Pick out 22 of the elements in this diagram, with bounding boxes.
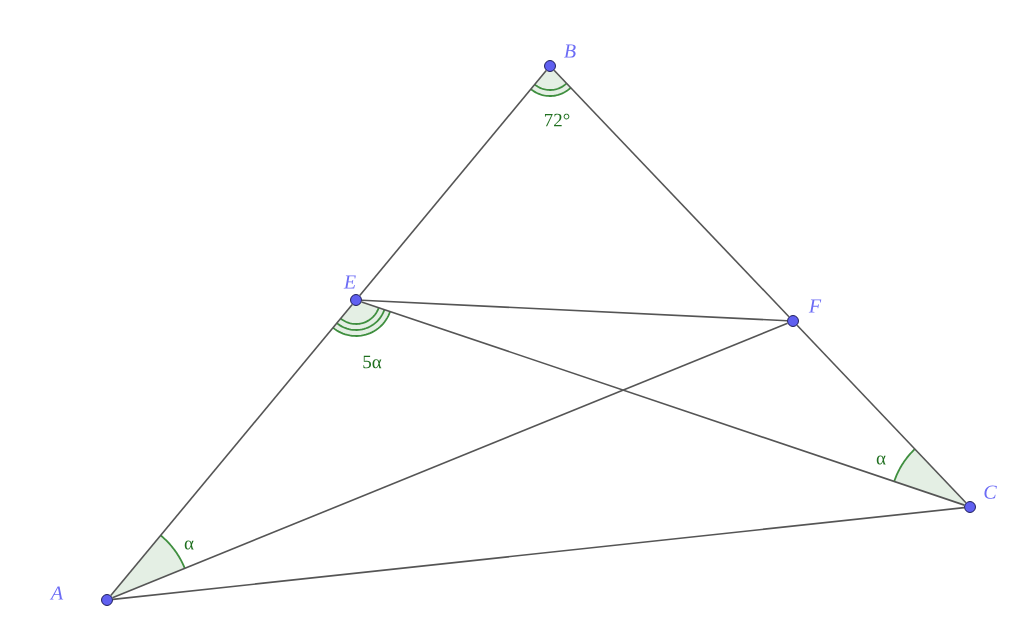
point: B [544, 44, 576, 72]
point: F [787, 299, 822, 327]
point: A [49, 586, 113, 606]
line-segment [358, 69, 548, 297]
node-label: C [984, 485, 997, 499]
line-segment [361, 299, 788, 322]
angle-label: α [184, 540, 194, 550]
angle-label: 5α [363, 355, 382, 369]
node-label: F [808, 299, 822, 313]
line-segment [112, 506, 965, 601]
angle-label: 72° [544, 113, 570, 127]
line-segment [553, 69, 790, 318]
node-label: B [564, 44, 576, 58]
angle-label: α [876, 455, 886, 465]
point: C [964, 485, 997, 513]
line-segment [111, 322, 789, 599]
line-segment [109, 303, 354, 597]
node-label: E [343, 275, 356, 289]
node-label: A [49, 586, 64, 600]
line-segment [360, 301, 966, 506]
point: E [343, 275, 362, 306]
line-segment [796, 324, 967, 504]
